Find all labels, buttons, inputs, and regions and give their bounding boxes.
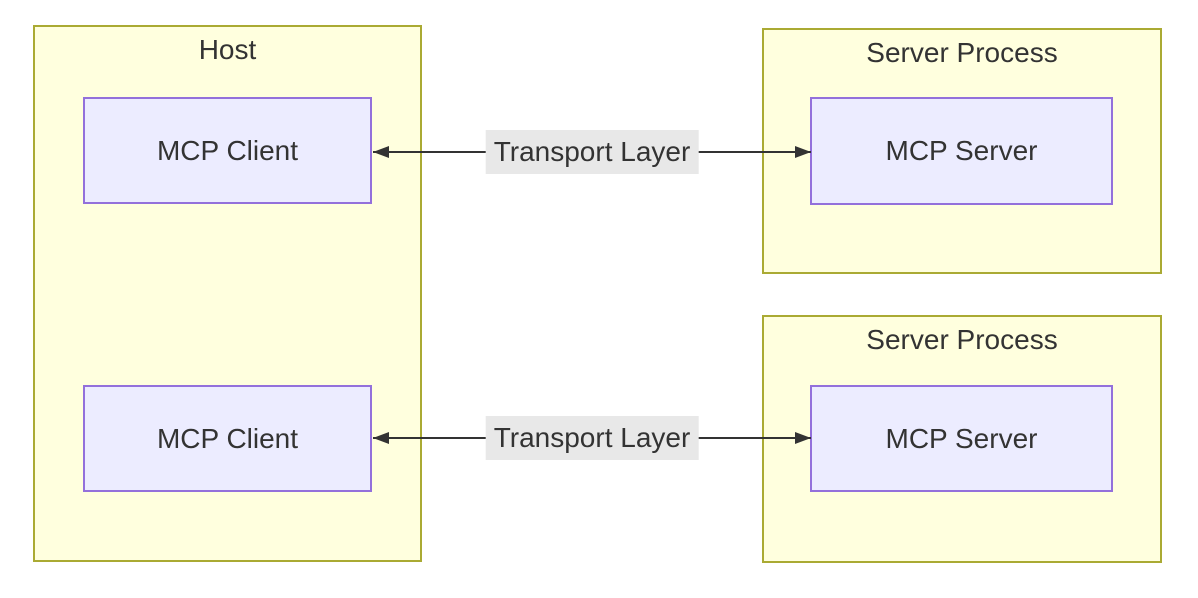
arrowhead-right-icon <box>795 432 811 444</box>
node-mcp-client-1: MCP Client <box>83 97 372 204</box>
node-mcp-client-2-label: MCP Client <box>156 422 299 454</box>
arrowhead-left-icon <box>373 146 389 158</box>
edge-transport-2: Transport Layer <box>373 416 811 460</box>
node-mcp-server-2: MCP Server <box>810 385 1113 492</box>
edge-transport-1-label: Transport Layer <box>485 130 699 174</box>
cluster-host-title: Host <box>198 34 257 65</box>
cluster-server-process-2-title: Server Process <box>866 324 1058 355</box>
edge-transport-2-label: Transport Layer <box>485 416 699 460</box>
node-mcp-client-1-label: MCP Client <box>156 134 299 166</box>
edge-transport-1: Transport Layer <box>373 130 811 174</box>
cluster-server-process-1-title: Server Process <box>866 37 1058 68</box>
node-mcp-client-2: MCP Client <box>83 385 372 492</box>
node-mcp-server-1: MCP Server <box>810 97 1113 205</box>
arrowhead-left-icon <box>373 432 389 444</box>
arrowhead-right-icon <box>795 146 811 158</box>
node-mcp-server-1-label: MCP Server <box>885 135 1038 166</box>
node-mcp-server-2-label: MCP Server <box>885 422 1038 454</box>
